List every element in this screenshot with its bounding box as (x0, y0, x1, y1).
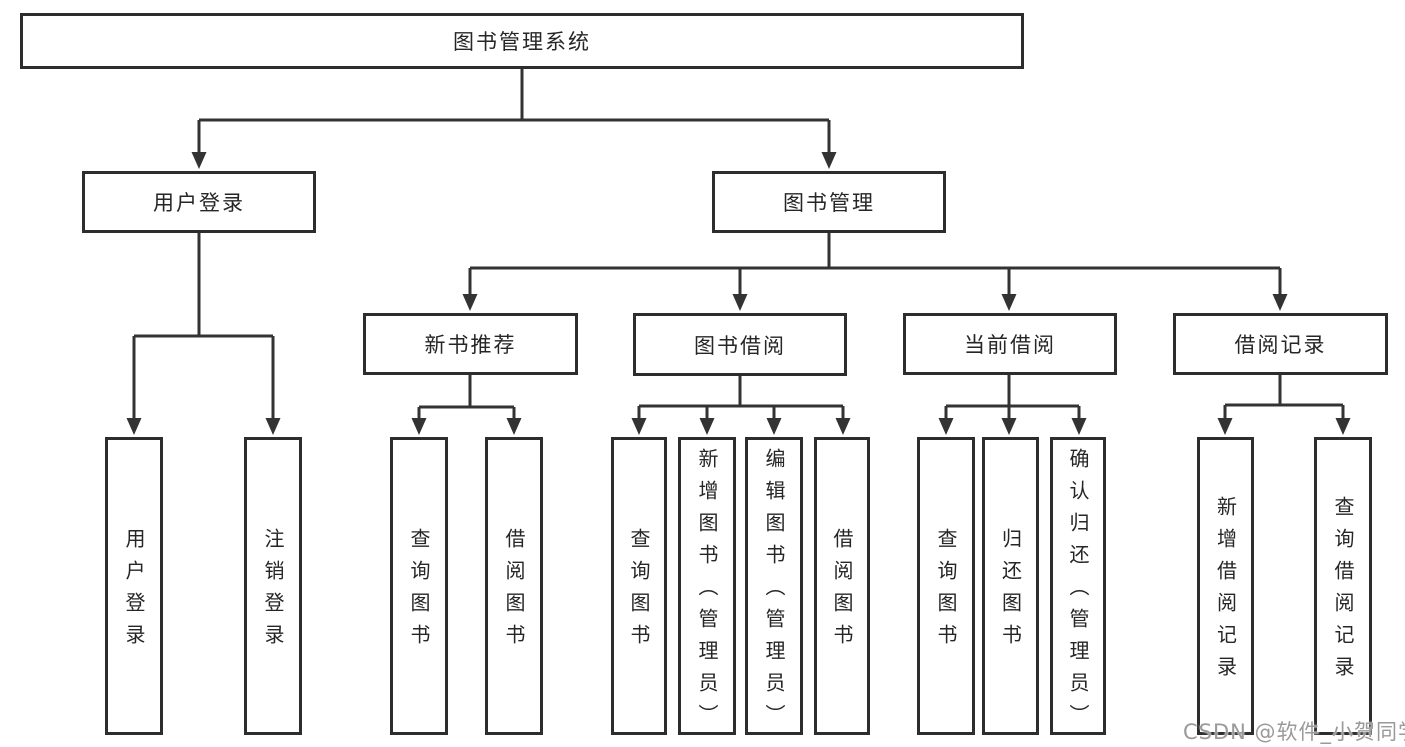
leaf-borrow-borrow-books-label: 借阅图书 (830, 528, 854, 656)
leaf-logout: 注销登录 (244, 437, 302, 735)
leaf-logout-label: 注销登录 (261, 528, 285, 656)
node-root: 图书管理系统 (20, 13, 1024, 69)
node-user-login-label: 用户登录 (153, 191, 245, 215)
node-user-login: 用户登录 (82, 171, 316, 233)
leaf-borrow-query-books: 查询图书 (611, 437, 667, 735)
leaf-newbook-borrow-books-label: 借阅图书 (502, 528, 526, 656)
leaf-record-add-borrow-record-label: 新增借阅记录 (1213, 496, 1238, 688)
leaf-current-query-books: 查询图书 (917, 437, 975, 735)
arrowheads (126, 152, 1351, 435)
leaf-record-query-borrow-record: 查询借阅记录 (1314, 437, 1372, 735)
leaf-current-return-books: 归还图书 (982, 437, 1039, 735)
node-new-book-recommend: 新书推荐 (363, 313, 578, 375)
leaf-user-login: 用户登录 (105, 437, 163, 735)
node-book-borrow-label: 图书借阅 (694, 333, 786, 358)
leaf-current-confirm-return-admin: 确认归还（管理员） (1050, 437, 1106, 736)
node-current-borrow-label: 当前借阅 (964, 333, 1056, 357)
leaf-borrow-add-books-admin-label: 新增图书（管理员） (695, 448, 719, 736)
leaf-current-query-books-label: 查询图书 (934, 528, 958, 656)
node-book-management: 图书管理 (712, 171, 946, 233)
node-borrow-records-label: 借阅记录 (1234, 333, 1327, 357)
leaf-user-login-label: 用户登录 (122, 528, 146, 656)
node-root-label: 图书管理系统 (453, 30, 591, 54)
leaf-newbook-query-books-label: 查询图书 (407, 528, 431, 656)
leaf-borrow-borrow-books: 借阅图书 (814, 437, 870, 735)
leaf-borrow-query-books-label: 查询图书 (627, 528, 651, 656)
leaf-newbook-query-books: 查询图书 (390, 437, 448, 735)
node-borrow-records: 借阅记录 (1173, 313, 1388, 375)
leaf-record-query-borrow-record-label: 查询借阅记录 (1331, 496, 1355, 688)
node-book-management-label: 图书管理 (783, 191, 875, 215)
connector-paths (132, 69, 1345, 421)
node-current-borrow: 当前借阅 (903, 313, 1117, 375)
leaf-borrow-edit-books-admin: 编辑图书（管理员） (745, 437, 803, 736)
node-book-borrow: 图书借阅 (633, 313, 847, 376)
leaf-borrow-add-books-admin: 新增图书（管理员） (678, 437, 736, 736)
leaf-current-confirm-return-admin-label: 确认归还（管理员） (1066, 448, 1090, 736)
csdn-watermark: CSDN @软件_小贺同学 (1183, 720, 1405, 744)
leaf-record-add-borrow-record: 新增借阅记录 (1197, 437, 1254, 735)
leaf-current-return-books-label: 归还图书 (998, 528, 1023, 656)
node-new-book-recommend-label: 新书推荐 (424, 333, 517, 357)
leaf-borrow-edit-books-admin-label: 编辑图书（管理员） (762, 448, 786, 736)
leaf-newbook-borrow-books: 借阅图书 (485, 437, 543, 735)
